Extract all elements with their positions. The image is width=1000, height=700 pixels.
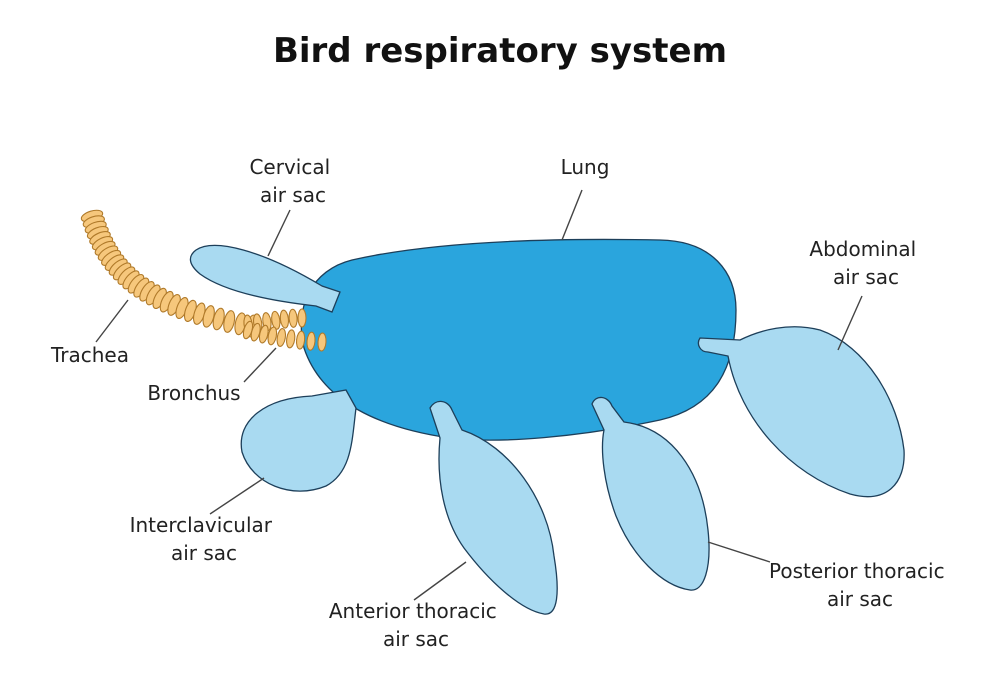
leader-trachea bbox=[95, 299, 129, 343]
label-posterior-thoracic-line1: Posterior thoracic bbox=[769, 559, 945, 583]
label-cervical-air-sac: Cervical air sac bbox=[249, 155, 336, 207]
bronchus-upper-ring bbox=[271, 310, 281, 330]
trachea-ring bbox=[223, 310, 236, 333]
bronchus-lower-ring bbox=[267, 326, 278, 346]
label-abdominal-line2: air sac bbox=[833, 265, 899, 289]
abdominal-air-sac bbox=[697, 326, 905, 498]
label-abdominal-air-sac: Abdominal air sac bbox=[809, 237, 922, 289]
bronchus-upper-ring bbox=[288, 308, 298, 328]
label-cervical-line1: Cervical bbox=[249, 155, 330, 179]
bronchus-lower-ring bbox=[276, 328, 287, 347]
label-bronchus: Bronchus bbox=[147, 381, 240, 405]
label-interclavicular-air-sac: Interclavicular air sac bbox=[130, 513, 279, 565]
trachea-ring bbox=[212, 307, 225, 331]
label-cervical-line2: air sac bbox=[260, 183, 326, 207]
lung-shape bbox=[300, 238, 737, 441]
anterior-thoracic-air-sac bbox=[429, 400, 558, 615]
label-posterior-thoracic-air-sac: Posterior thoracic air sac bbox=[769, 559, 951, 611]
leader-interclavicular bbox=[209, 477, 265, 515]
leader-lines bbox=[95, 189, 863, 601]
bronchus-lower-ring bbox=[295, 330, 306, 350]
label-anterior-thoracic-line2: air sac bbox=[383, 627, 449, 651]
label-lung-line1: Lung bbox=[561, 155, 610, 179]
bronchus-upper-ring bbox=[297, 308, 307, 328]
label-anterior-thoracic-line1: Anterior thoracic bbox=[329, 599, 497, 623]
leader-posterior-thoracic bbox=[707, 541, 771, 563]
leader-cervical bbox=[267, 209, 291, 257]
bronchus-lower-ring bbox=[286, 329, 296, 349]
trachea-shape bbox=[80, 209, 327, 352]
cervical-air-sac bbox=[189, 244, 341, 313]
interclavicular-air-sac bbox=[240, 389, 357, 492]
leader-abdominal bbox=[837, 295, 863, 351]
bronchus-lower-ring bbox=[306, 331, 316, 351]
label-interclavicular-line2: air sac bbox=[171, 541, 237, 565]
leader-bronchus bbox=[243, 347, 277, 383]
leader-lung bbox=[561, 189, 583, 241]
bronchus-lower-ring bbox=[317, 332, 327, 352]
posterior-thoracic-air-sac bbox=[591, 396, 710, 591]
label-trachea-line1: Trachea bbox=[50, 343, 129, 367]
label-anterior-thoracic-air-sac: Anterior thoracic air sac bbox=[329, 599, 503, 651]
bronchus-upper-ring bbox=[279, 309, 290, 329]
diagram-title: Bird respiratory system bbox=[273, 31, 727, 71]
leader-anterior-thoracic bbox=[413, 561, 467, 601]
label-interclavicular-line1: Interclavicular bbox=[130, 513, 273, 537]
label-trachea: Trachea bbox=[50, 343, 129, 367]
bronchus-lower-ring bbox=[258, 324, 269, 344]
label-lung: Lung bbox=[561, 155, 610, 179]
label-abdominal-line1: Abdominal bbox=[809, 237, 916, 261]
label-posterior-thoracic-line2: air sac bbox=[827, 587, 893, 611]
label-bronchus-line1: Bronchus bbox=[147, 381, 240, 405]
